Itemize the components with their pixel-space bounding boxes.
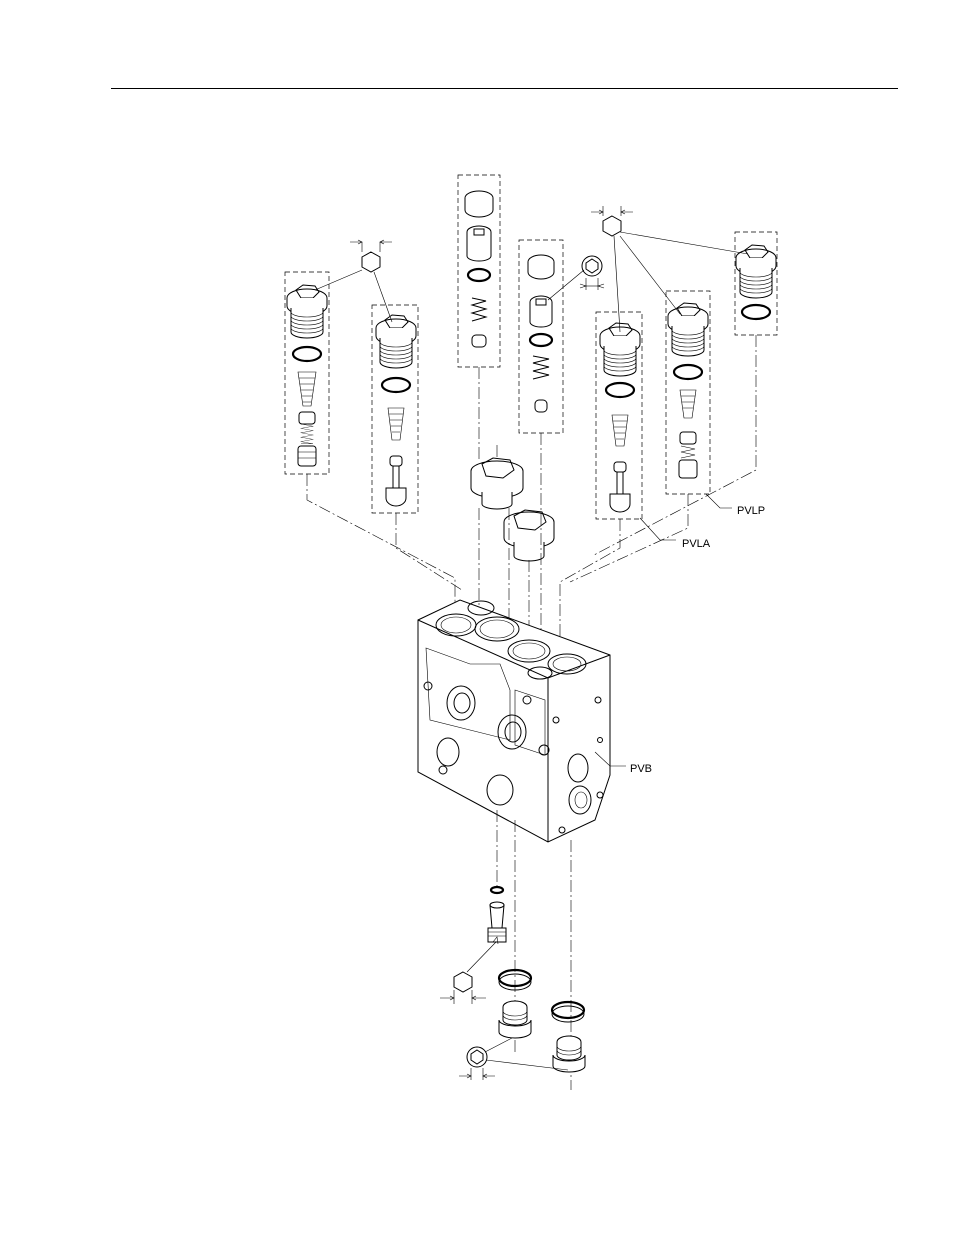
plug-with-seal-far-right [735,232,777,335]
center-valve-group-top [458,175,500,367]
label-pvlp: PVLP [737,505,765,517]
assembly-centerlines [307,335,756,640]
label-pvla: PVLA [682,538,711,550]
hex-wrench-symbol-left [315,240,392,322]
hex-wrench-symbol-bottom-lower [459,1038,568,1080]
center-valve-group-right [519,240,563,433]
label-leaders [595,494,732,766]
hex-wrench-symbol-center [548,256,604,300]
relief-valve-cartridge-right [666,291,710,494]
hex-wrench-symbol-bottom-upper [440,937,498,1004]
anti-cavitation-valve-left [372,305,418,513]
valve-body-pvb [418,600,610,842]
relief-valve-cartridge-left [285,272,329,474]
label-pvb: PVB [630,763,652,775]
anti-cavitation-valve-right [596,312,642,519]
bottom-parts [488,810,585,1090]
large-plug-2 [504,510,554,561]
large-plug-1 [471,458,523,509]
